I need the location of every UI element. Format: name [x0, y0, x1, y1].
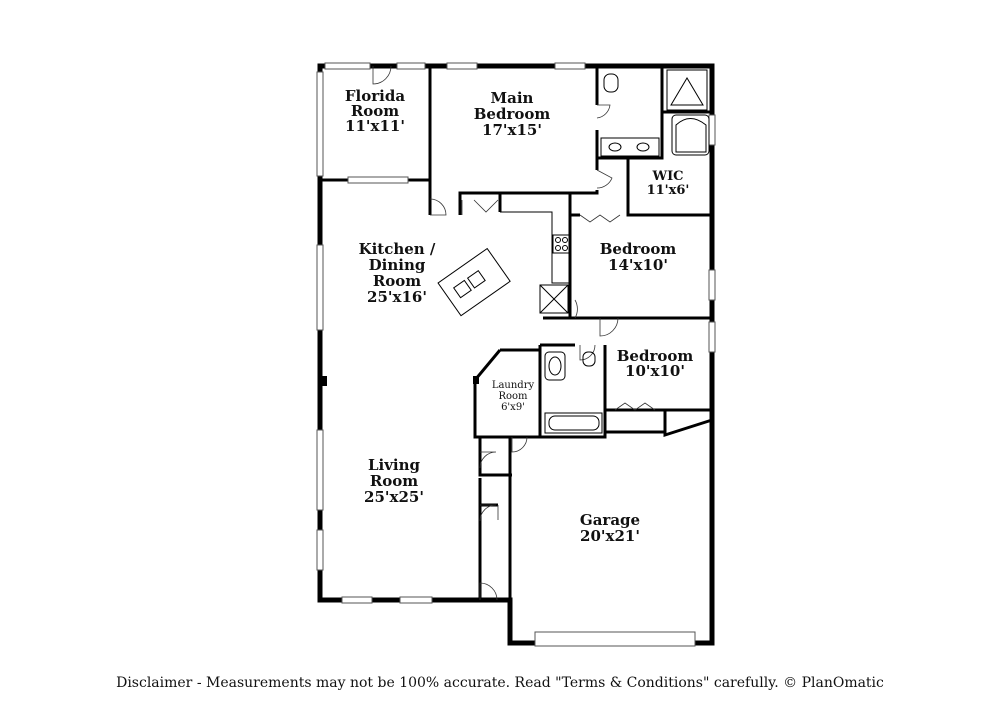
wic-size: 11'x6'	[647, 183, 690, 198]
florida-room-size: 11'x11'	[345, 117, 405, 135]
fixtures	[437, 69, 710, 434]
kitchen-island	[437, 247, 511, 317]
stove	[552, 234, 570, 254]
toilet-hall-bath	[582, 351, 596, 367]
disclaimer-text: Disclaimer - Measurements may not be 100…	[116, 675, 884, 691]
windows	[316, 62, 716, 647]
laundry-sink	[544, 351, 566, 381]
living-room-label-2: Room	[370, 472, 418, 490]
bathtub	[671, 114, 710, 156]
vanity	[600, 137, 660, 157]
bedroom-2-label: Bedroom	[600, 240, 677, 258]
main-bedroom-size: 17'x15'	[482, 121, 542, 139]
bedroom-3-size: 10'x10'	[625, 362, 685, 380]
tub-hall-bath	[544, 412, 603, 434]
interior-walls	[320, 66, 713, 643]
garage-size: 20'x21'	[580, 527, 640, 545]
pantry	[539, 284, 569, 314]
doors	[372, 65, 656, 601]
kitchen-size: 25'x16'	[367, 288, 427, 306]
living-room-size: 25'x25'	[364, 488, 424, 506]
kitchen-label: Kitchen /	[359, 240, 436, 258]
wic-label: WIC	[651, 169, 683, 184]
kitchen-label-2: Dining	[369, 256, 426, 274]
florida-room-label-2: Room	[351, 102, 399, 120]
shower	[666, 69, 708, 111]
garage-label: Garage	[580, 511, 640, 529]
kitchen-label-3: Room	[373, 272, 421, 290]
living-room-label: Living	[368, 456, 421, 474]
florida-room-label: Florida	[345, 87, 405, 105]
toilet	[603, 73, 619, 93]
bedroom-3-label: Bedroom	[617, 347, 694, 365]
laundry-size: 6'x9'	[501, 402, 525, 413]
laundry-label: Laundry	[492, 380, 535, 391]
main-bedroom-label-2: Bedroom	[474, 105, 551, 123]
wall-column	[473, 376, 479, 384]
laundry-label-2: Room	[498, 391, 528, 402]
bedroom-2-size: 14'x10'	[608, 256, 668, 274]
wall-column	[321, 376, 327, 386]
main-bedroom-label: Main	[491, 89, 534, 107]
